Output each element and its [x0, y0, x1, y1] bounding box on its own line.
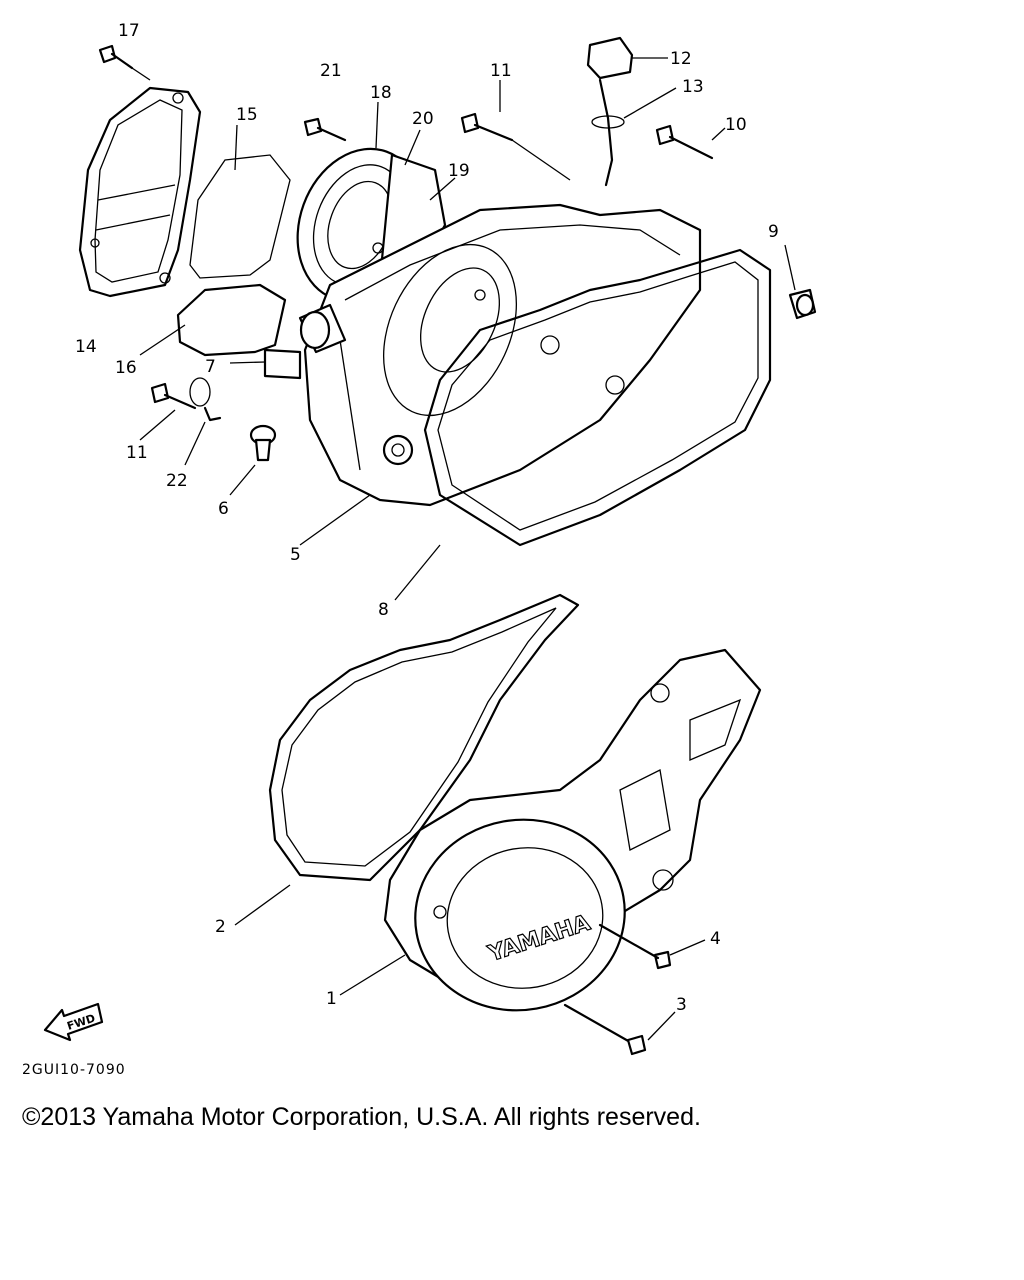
part-14-cover — [78, 86, 202, 298]
part-12-13-dipstick — [586, 36, 677, 187]
part-16-gasket — [139, 283, 287, 357]
part-15-gasket — [189, 124, 291, 279]
label-16: 16 — [115, 358, 137, 378]
part-2-gasket — [234, 593, 580, 926]
label-8: 8 — [378, 600, 389, 620]
copyright-notice: ©2013 Yamaha Motor Corporation, U.S.A. A… — [22, 1103, 701, 1131]
part-11-bolt-top — [460, 80, 571, 181]
label-9: 9 — [768, 222, 779, 242]
part-9-plug — [784, 244, 817, 320]
label-18: 18 — [370, 83, 392, 103]
part-21-bolt — [303, 117, 347, 142]
label-20: 20 — [412, 109, 434, 129]
part-22-clip — [184, 377, 222, 466]
label-6: 6 — [218, 499, 229, 519]
label-11-left: 11 — [126, 443, 148, 463]
part-8-gasket — [394, 248, 772, 601]
fwd-arrow-icon: FWD — [43, 1002, 104, 1042]
label-4: 4 — [710, 929, 721, 949]
label-5: 5 — [290, 545, 301, 565]
label-3: 3 — [676, 995, 687, 1015]
part-1-magneto-cover: YAMAHA — [339, 648, 762, 1012]
part-17-bolt — [98, 44, 151, 81]
part-5-case-cover — [298, 203, 702, 546]
part-7-pad — [229, 348, 302, 380]
part-11-bolt-left — [139, 382, 197, 441]
label-22: 22 — [166, 471, 188, 491]
label-14: 14 — [75, 337, 97, 357]
callout-labels: 17 21 18 20 19 15 11 12 13 10 9 14 16 7 … — [75, 21, 779, 1015]
part-10-bolt — [655, 124, 726, 160]
part-6-plug — [229, 424, 277, 496]
label-2: 2 — [215, 917, 226, 937]
label-17: 17 — [118, 21, 140, 41]
label-19: 19 — [448, 161, 470, 181]
diagram-code: 2GUI10-7090 — [22, 1062, 126, 1078]
label-12: 12 — [670, 49, 692, 69]
part-3-bolt — [563, 1003, 676, 1056]
label-15: 15 — [236, 105, 258, 125]
label-11-top: 11 — [490, 61, 512, 81]
label-10: 10 — [725, 115, 747, 135]
label-1: 1 — [326, 989, 337, 1009]
label-13: 13 — [682, 77, 704, 97]
label-7: 7 — [205, 357, 216, 377]
label-21: 21 — [320, 61, 342, 81]
parts-exploded-diagram: YAMAHA FWD 17 21 18 20 19 15 11 12 13 10… — [43, 21, 817, 1056]
part-4-bolt — [598, 923, 706, 970]
